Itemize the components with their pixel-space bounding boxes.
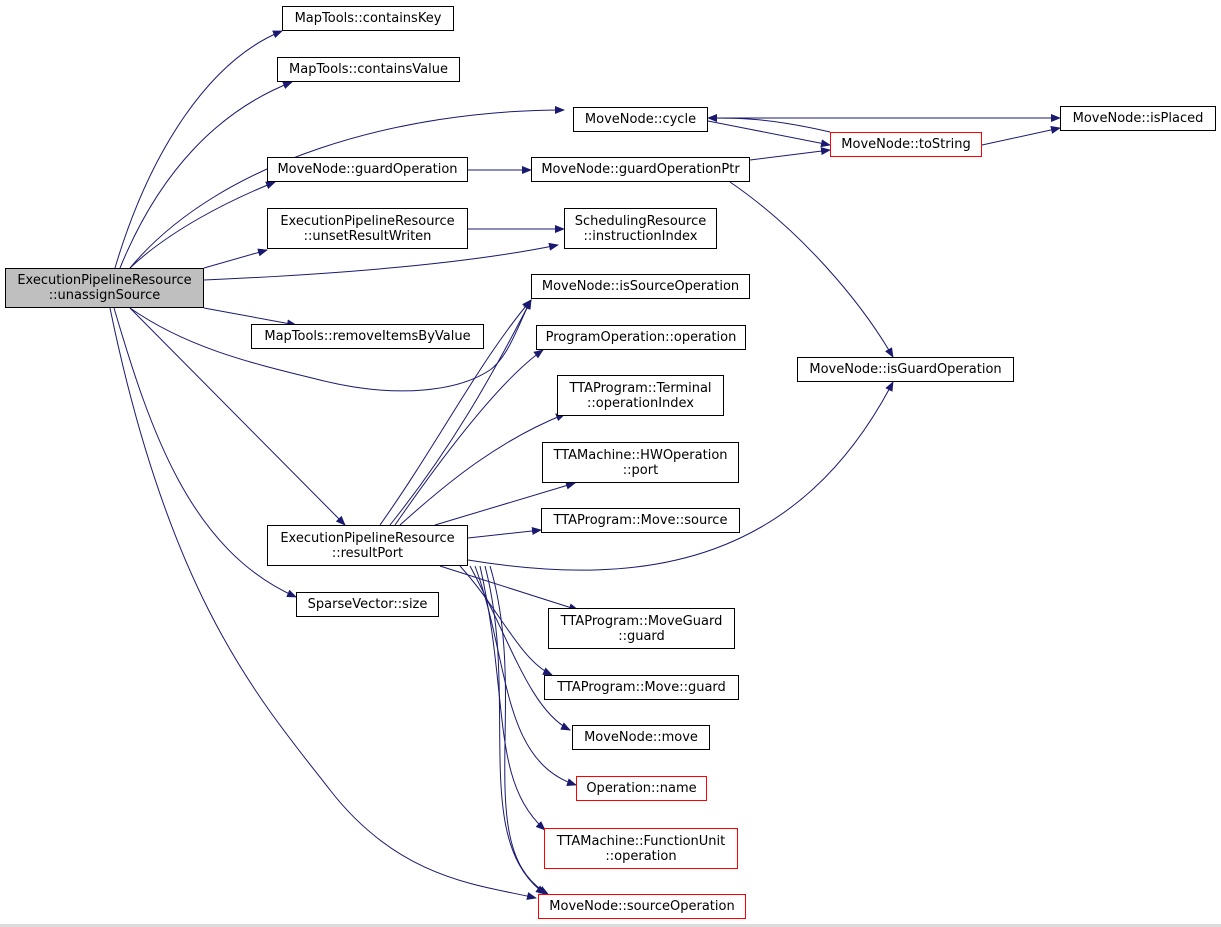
call-edge-24	[467, 527, 542, 539]
node-label-line: MoveNode::move	[584, 730, 698, 745]
call-edge-22	[399, 413, 566, 526]
call-edge-9	[113, 307, 297, 598]
call-edge-16	[749, 147, 831, 161]
node-is-placed[interactable]: MoveNode::isPlaced	[1060, 106, 1216, 131]
node-label-line: ExecutionPipelineResource	[280, 530, 455, 546]
call-edge-10	[109, 307, 537, 900]
node-root: ExecutionPipelineResource::unassignSourc…	[5, 268, 204, 308]
node-label-line: ::operationIndex	[587, 395, 694, 411]
node-move-guard-guard[interactable]: TTAProgram::MoveGuard::guard	[548, 608, 735, 649]
node-hw-port[interactable]: TTAMachine::HWOperation::port	[542, 442, 739, 483]
node-label-line: MoveNode::cycle	[584, 112, 697, 127]
node-label-line: SchedulingResource	[574, 213, 707, 229]
node-label-line: MoveNode::toString	[841, 137, 971, 152]
node-fu-operation[interactable]: TTAMachine::FunctionUnit::operation	[544, 828, 738, 869]
node-contains-key[interactable]: MapTools::containsKey	[282, 6, 454, 31]
call-edge-19	[379, 299, 532, 526]
call-edge-13	[707, 120, 831, 148]
node-label-line: ProgramOperation::operation	[545, 330, 737, 345]
node-cycle[interactable]: MoveNode::cycle	[573, 107, 708, 132]
node-label-line: TTAProgram::Move::source	[553, 513, 728, 528]
call-edge-25	[467, 381, 894, 571]
call-edge-27	[459, 565, 553, 676]
call-edge-29	[474, 565, 577, 786]
node-label-line: ::instructionIndex	[583, 228, 698, 244]
node-guard-operation-ptr[interactable]: MoveNode::guardOperationPtr	[531, 157, 750, 182]
call-edge-31	[484, 565, 546, 895]
node-to-string[interactable]: MoveNode::toString	[830, 132, 982, 157]
node-label-line: MoveNode::guardOperation	[277, 162, 458, 177]
call-edge-6	[203, 307, 297, 328]
call-edge-17	[981, 126, 1061, 146]
node-label-line: ::guard	[618, 628, 665, 644]
node-label-line: MoveNode::guardOperationPtr	[541, 162, 740, 177]
node-label-line: MoveNode::isGuardOperation	[809, 362, 1002, 377]
call-edge-26	[439, 565, 579, 612]
call-edge-18	[729, 181, 894, 358]
node-remove-items-by-value[interactable]: MapTools::removeItemsByValue	[251, 324, 484, 349]
node-label-line: MapTools::containsKey	[294, 11, 442, 26]
node-guard-operation[interactable]: MoveNode::guardOperation	[267, 157, 468, 182]
node-label-line: SparseVector::size	[307, 597, 428, 612]
node-label-line: MapTools::removeItemsByValue	[264, 329, 471, 344]
node-label-line: MoveNode::isSourceOperation	[541, 279, 740, 294]
node-unset-result-writen[interactable]: ExecutionPipelineResource::unsetResultWr…	[267, 208, 468, 249]
node-is-source-operation[interactable]: MoveNode::isSourceOperation	[531, 274, 750, 299]
node-sparse-size[interactable]: SparseVector::size	[296, 592, 439, 617]
node-label-line: Operation::name	[586, 781, 697, 796]
call-edge-1	[119, 81, 293, 269]
node-label-line: TTAProgram::Terminal	[569, 380, 712, 396]
call-edge-4	[203, 248, 268, 269]
call-edge-7	[129, 299, 532, 392]
node-operation-name[interactable]: Operation::name	[576, 776, 707, 801]
bottom-scrollbar-rule	[0, 924, 1221, 927]
node-is-guard-operation[interactable]: MoveNode::isGuardOperation	[797, 357, 1014, 382]
node-label-line: TTAProgram::Move::guard	[557, 680, 726, 695]
node-instruction-index[interactable]: SchedulingResource::instructionIndex	[564, 208, 717, 249]
call-edge-21	[394, 349, 544, 526]
node-move-guard[interactable]: TTAProgram::Move::guard	[544, 675, 739, 700]
node-result-port[interactable]: ExecutionPipelineResource::resultPort	[267, 525, 468, 566]
node-label-line: ::operation	[605, 848, 677, 864]
call-edge-23	[434, 481, 576, 526]
node-label-line: MoveNode::isPlaced	[1072, 111, 1204, 126]
node-label-line: ExecutionPipelineResource	[17, 273, 192, 288]
call-edge-8	[129, 307, 346, 526]
node-label-line: ExecutionPipelineResource	[280, 213, 455, 229]
node-label-line: TTAMachine::HWOperation	[553, 447, 728, 463]
node-label-line: TTAMachine::FunctionUnit	[556, 833, 726, 849]
call-edge-3	[129, 181, 276, 269]
node-contains-value[interactable]: MapTools::containsValue	[277, 57, 460, 82]
call-edge-30	[479, 565, 546, 831]
node-label-line: ::port	[622, 462, 659, 478]
node-label-line: ::unsetResultWriten	[303, 228, 432, 244]
node-label-line: MoveNode::sourceOperation	[549, 899, 735, 914]
call-edge-5	[203, 242, 559, 281]
call-edge-20	[389, 299, 532, 526]
node-move-source[interactable]: TTAProgram::Move::source	[541, 508, 740, 533]
node-label-line: ::resultPort	[331, 545, 404, 561]
node-label-line: MapTools::containsValue	[289, 62, 448, 77]
node-source-operation[interactable]: MoveNode::sourceOperation	[538, 894, 746, 919]
node-label-line: ::unassignSource	[48, 288, 161, 303]
call-edge-32	[489, 565, 549, 895]
call-edge-2	[129, 106, 565, 269]
node-po-operation[interactable]: ProgramOperation::operation	[536, 325, 746, 350]
call-edge-0	[114, 30, 283, 269]
node-terminal-operation-index[interactable]: TTAProgram::Terminal::operationIndex	[557, 375, 724, 416]
node-move-node-move[interactable]: MoveNode::move	[572, 725, 710, 750]
node-label-line: TTAProgram::MoveGuard	[560, 613, 723, 629]
